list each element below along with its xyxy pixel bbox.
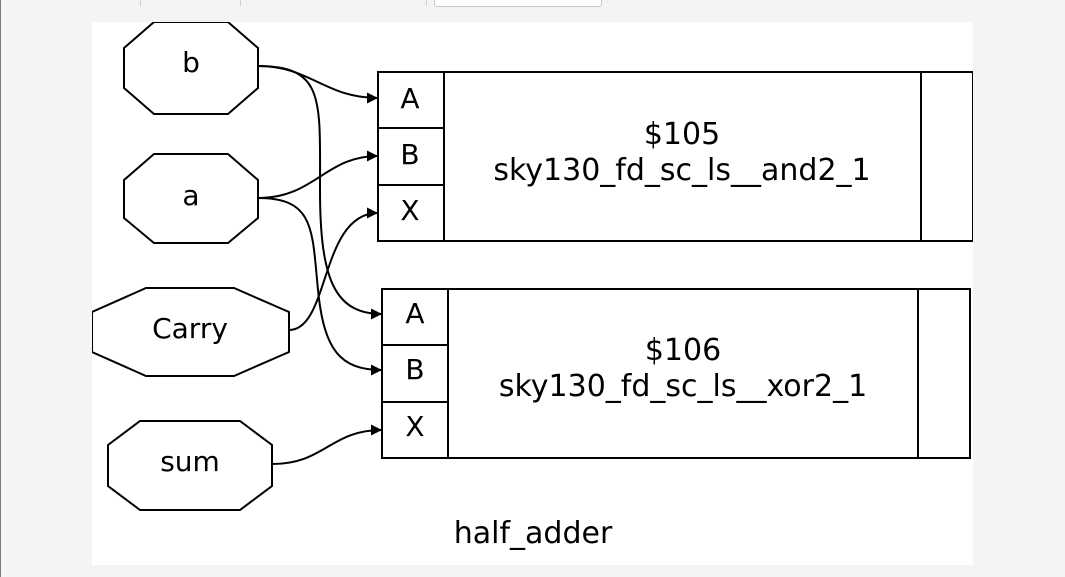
and-cell-id: $105: [644, 117, 720, 152]
xor-cell-id: $106: [645, 333, 721, 368]
and-pin-b: B: [400, 138, 419, 171]
xor-cell-type: sky130_fd_sc_ls__xor2_1: [499, 369, 867, 404]
cell-and2[interactable]: A B X $105 sky130_fd_sc_ls__and2_1: [377, 71, 973, 242]
wire-a-to-and-b: [257, 150, 379, 199]
and-pin-x: X: [400, 194, 419, 227]
module-name: half_adder: [454, 516, 613, 551]
wire-b-to-xor-a: [257, 65, 383, 320]
toolbar-separator: [240, 0, 241, 6]
port-b[interactable]: b: [123, 22, 259, 115]
port-b-label: b: [182, 46, 200, 79]
schematic-canvas: b a Carry sum A B: [92, 22, 973, 565]
port-sum[interactable]: sum: [107, 420, 273, 511]
cell-xor2[interactable]: A B X $106 sky130_fd_sc_ls__xor2_1: [381, 288, 971, 459]
schematic-diagram: b a Carry sum A B: [92, 22, 973, 551]
and-pin-a: A: [400, 82, 419, 115]
toolbar-input[interactable]: [434, 0, 602, 7]
wire-carry-to-and-x: [288, 207, 379, 331]
port-a[interactable]: a: [123, 153, 259, 244]
wire-sum-to-xor-x: [271, 424, 383, 465]
toolbar-separator: [140, 0, 141, 6]
xor-pin-x: X: [405, 410, 424, 443]
port-a-label: a: [182, 179, 199, 212]
wire-a-to-xor-b: [257, 197, 383, 376]
xor-pin-b: B: [405, 353, 424, 386]
port-carry[interactable]: Carry: [92, 287, 290, 377]
toolbar-separator: [426, 0, 427, 6]
and-cell-type: sky130_fd_sc_ls__and2_1: [493, 153, 870, 188]
port-sum-label: sum: [160, 445, 220, 478]
port-carry-label: Carry: [152, 312, 228, 345]
window-left-border: [0, 0, 1, 577]
xor-pin-a: A: [405, 297, 424, 330]
wire-b-to-and-a: [257, 65, 379, 104]
